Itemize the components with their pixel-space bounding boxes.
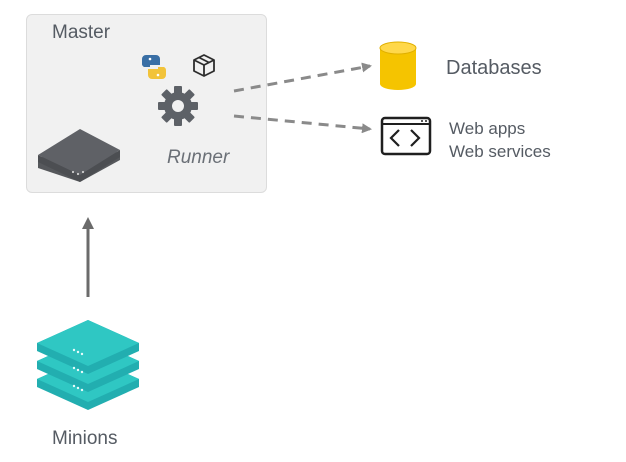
python-icon [141, 55, 167, 79]
arrow-runner-to-databases [233, 62, 372, 93]
runner-label: Runner [167, 147, 230, 168]
server-stack-icon [37, 320, 139, 410]
database-icon [379, 41, 417, 90]
arrow-runner-to-web [233, 114, 372, 134]
package-icon [193, 54, 215, 77]
code-window-icon [380, 116, 432, 156]
server-icon [38, 129, 120, 182]
master-title: Master [52, 22, 111, 43]
web-apps-label: Web apps [449, 119, 526, 138]
databases-label: Databases [446, 57, 542, 79]
web-targets-label: Web apps Web services [449, 117, 551, 163]
web-services-label: Web services [449, 142, 551, 161]
gear-icon [158, 86, 198, 126]
minions-label: Minions [52, 428, 118, 449]
